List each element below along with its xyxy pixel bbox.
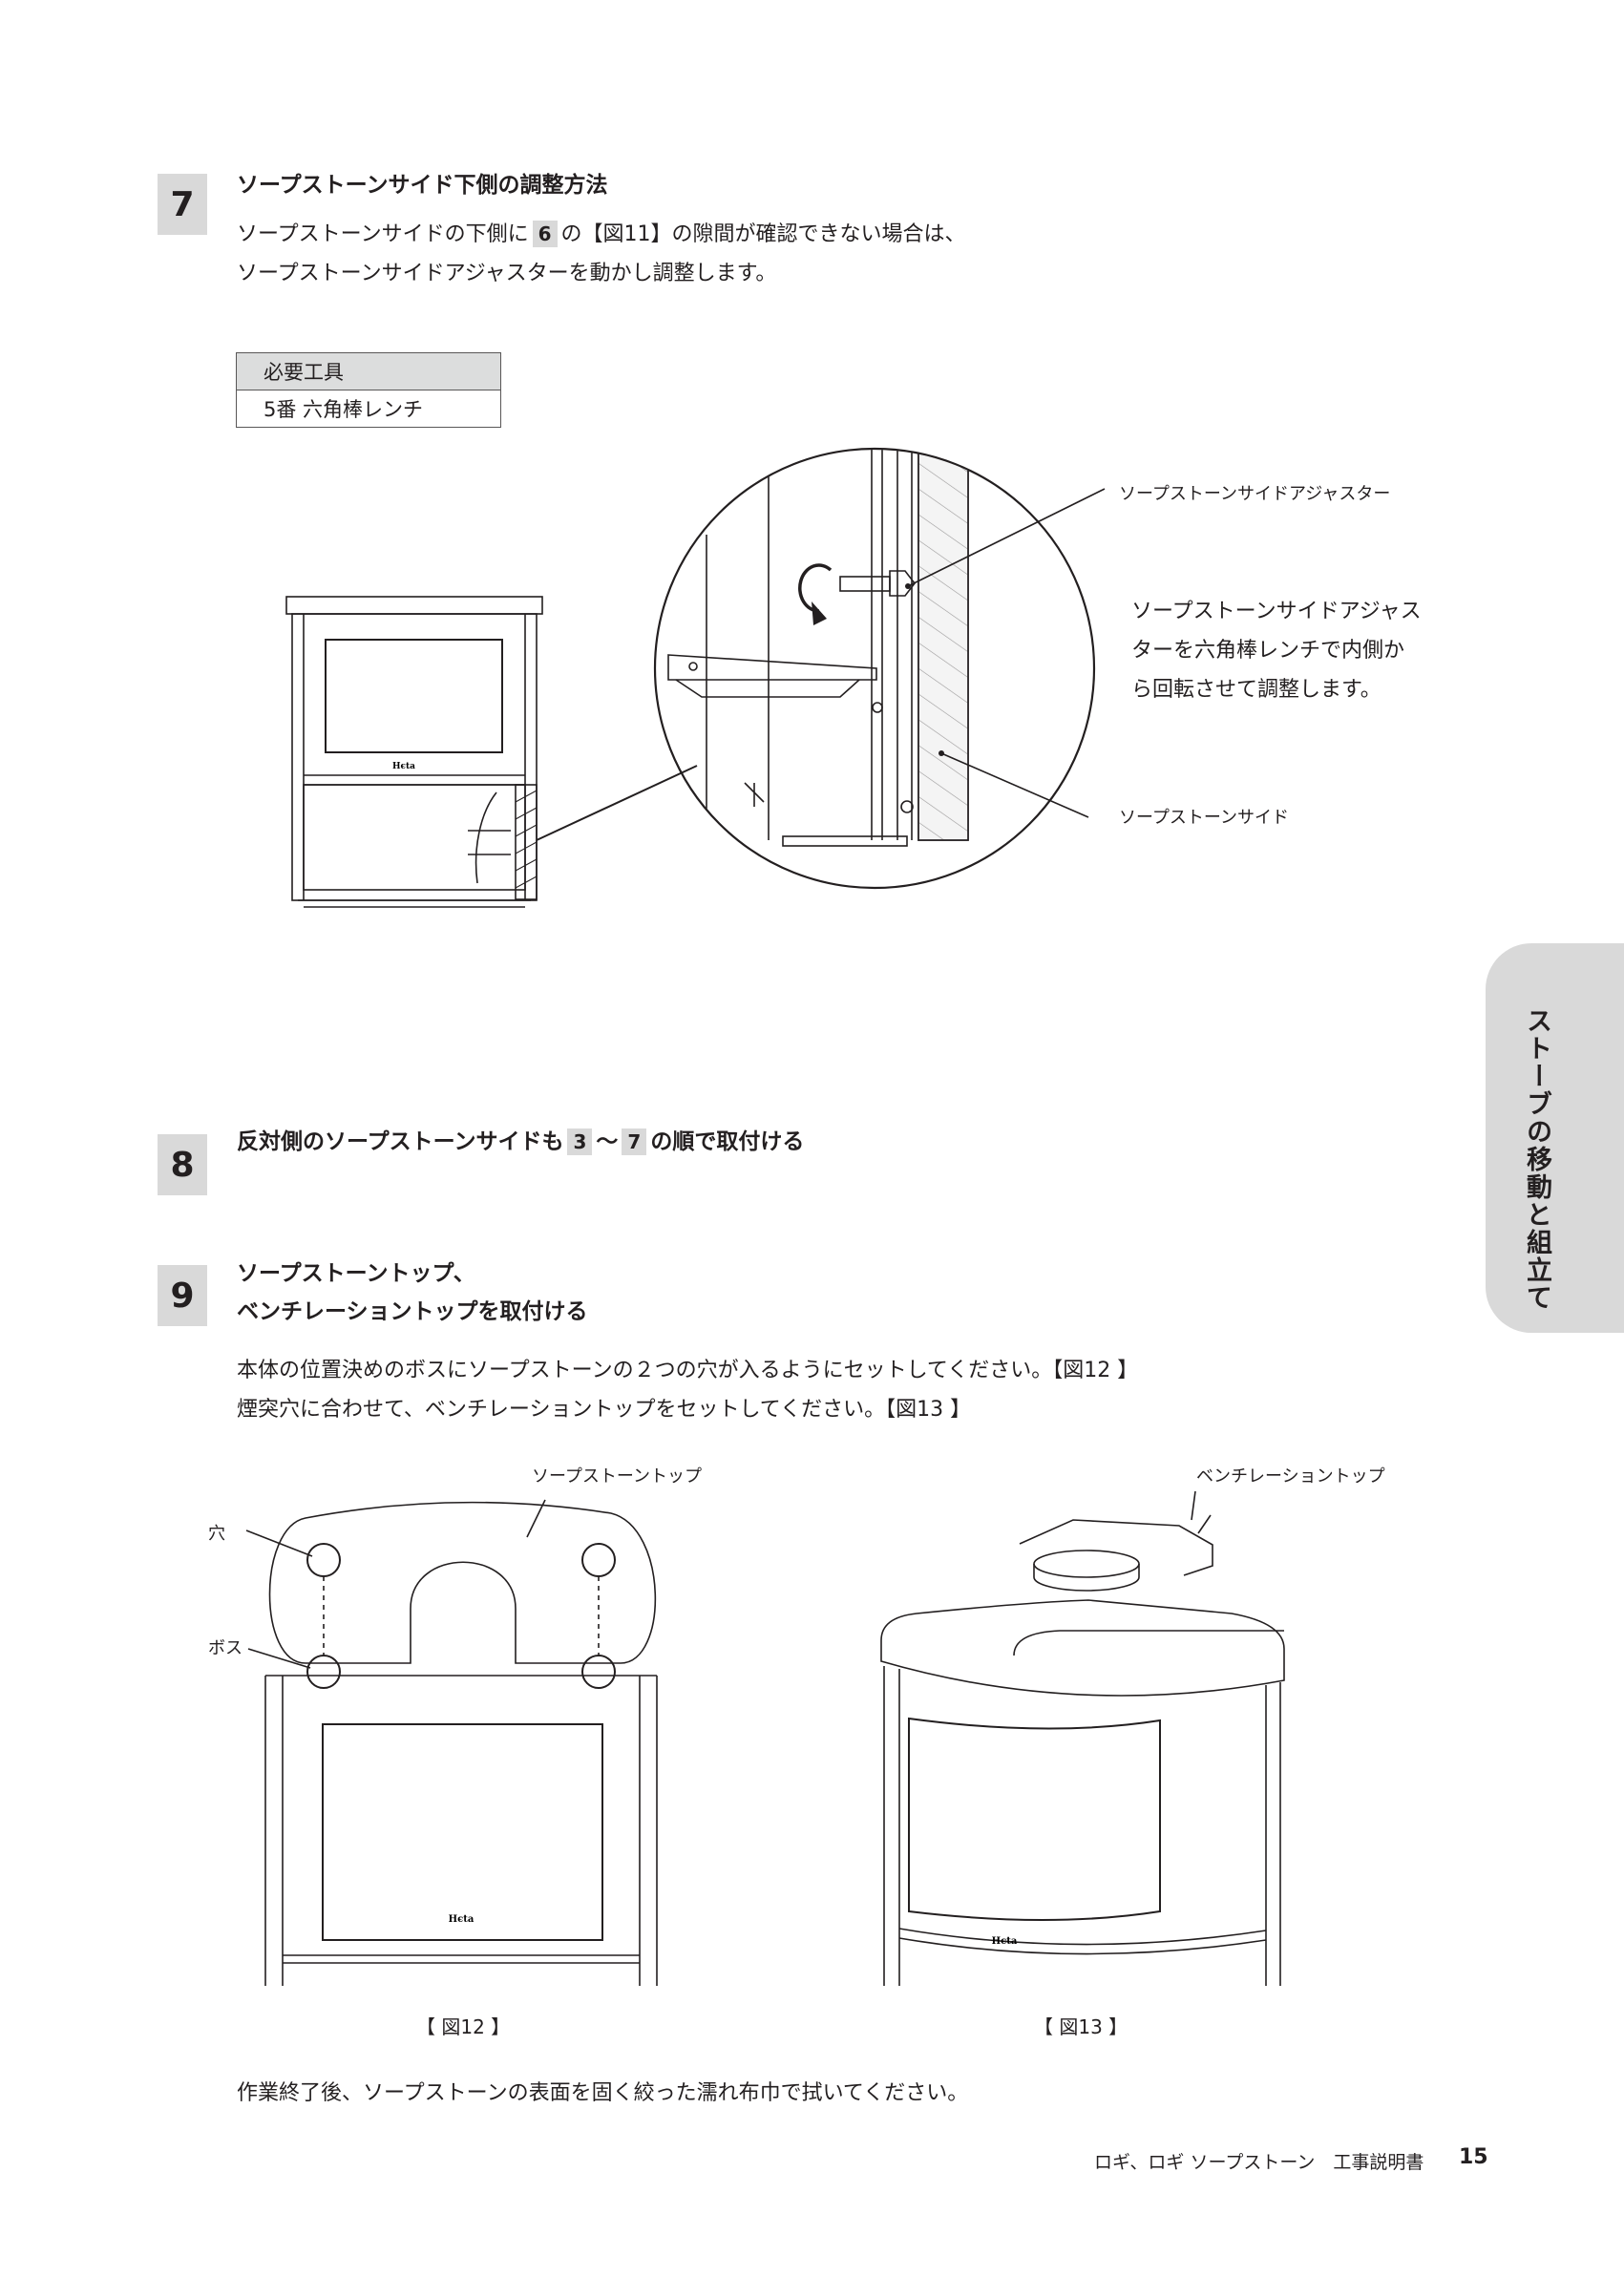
- step-number-9: 9: [158, 1265, 207, 1326]
- step7-ref-6: 6: [532, 221, 558, 247]
- step8-ref-7: 7: [622, 1128, 647, 1155]
- step-number-8: 8: [158, 1134, 207, 1195]
- step9-title-line2: ベンチレーショントップを取付ける: [237, 1299, 588, 1324]
- step7-title: ソープストーンサイド下側の調整方法: [237, 173, 608, 198]
- step7-illustration: Hєta: [285, 447, 1106, 908]
- tools-item: 5番 六角棒レンチ: [236, 390, 501, 428]
- step8-title-after: の順で取付ける: [650, 1129, 805, 1154]
- label-side: ソープストーンサイド: [1119, 808, 1290, 828]
- step7-desc-line1: ソープストーンサイドアジャス: [1131, 600, 1422, 623]
- tools-header: 必要工具: [236, 352, 501, 390]
- step9-body-line2: 煙突穴に合わせて、ベンチレーショントップをセットしてください。【図13 】: [237, 1398, 972, 1422]
- label-ventilation-top: ベンチレーショントップ: [1196, 1466, 1385, 1487]
- required-tools-table: 必要工具 5番 六角棒レンチ: [236, 352, 501, 428]
- step7-desc-line3: ら回転させて調整します。: [1131, 678, 1381, 702]
- step7-line2: ソープストーンサイドアジャスターを動かし調整します。: [237, 262, 777, 285]
- section-side-tab-label: ストーブの移動と組立て: [1522, 1007, 1551, 1312]
- step9-title-line1: ソープストーントップ、: [237, 1261, 475, 1286]
- caption-fig12: 【 図12 】: [416, 2015, 511, 2038]
- fig12-stove-logo: Hєta: [449, 1914, 475, 1925]
- label-soapstone-top: ソープストーントップ: [532, 1466, 703, 1487]
- label-hole: 穴: [208, 1524, 225, 1544]
- section-side-tab: [1486, 943, 1624, 1333]
- label-adjuster: ソープストーンサイドアジャスター: [1119, 484, 1391, 504]
- step8-ref-3: 3: [567, 1128, 593, 1155]
- footer-title: ロギ、ロギ ソープストーン 工事説明書: [1094, 2152, 1424, 2173]
- step7-stove-logo: Hєta: [392, 762, 415, 771]
- step8-title-before: 反対側のソープストーンサイドも: [237, 1129, 564, 1154]
- fig13-stove-logo: Hєta: [992, 1936, 1018, 1947]
- step7-line1-before: ソープストーンサイドの下側に: [237, 222, 529, 246]
- caption-fig13: 【 図13 】: [1034, 2015, 1128, 2038]
- step7-line1-after: の【図11】の隙間が確認できない場合は、: [560, 222, 966, 246]
- page-number: 15: [1459, 2145, 1488, 2169]
- step8-tilde: ～: [596, 1129, 619, 1154]
- step9-body-line1: 本体の位置決めのボスにソープストーンの２つの穴が入るようにセットしてください。【…: [237, 1359, 1139, 1382]
- closing-note: 作業終了後、ソープストーンの表面を固く絞った濡れ布巾で拭いてください。: [237, 2081, 969, 2105]
- step-number-7: 7: [158, 174, 207, 235]
- step7-desc-line2: ターを六角棒レンチで内側か: [1131, 639, 1405, 663]
- label-boss: ボス: [208, 1638, 243, 1658]
